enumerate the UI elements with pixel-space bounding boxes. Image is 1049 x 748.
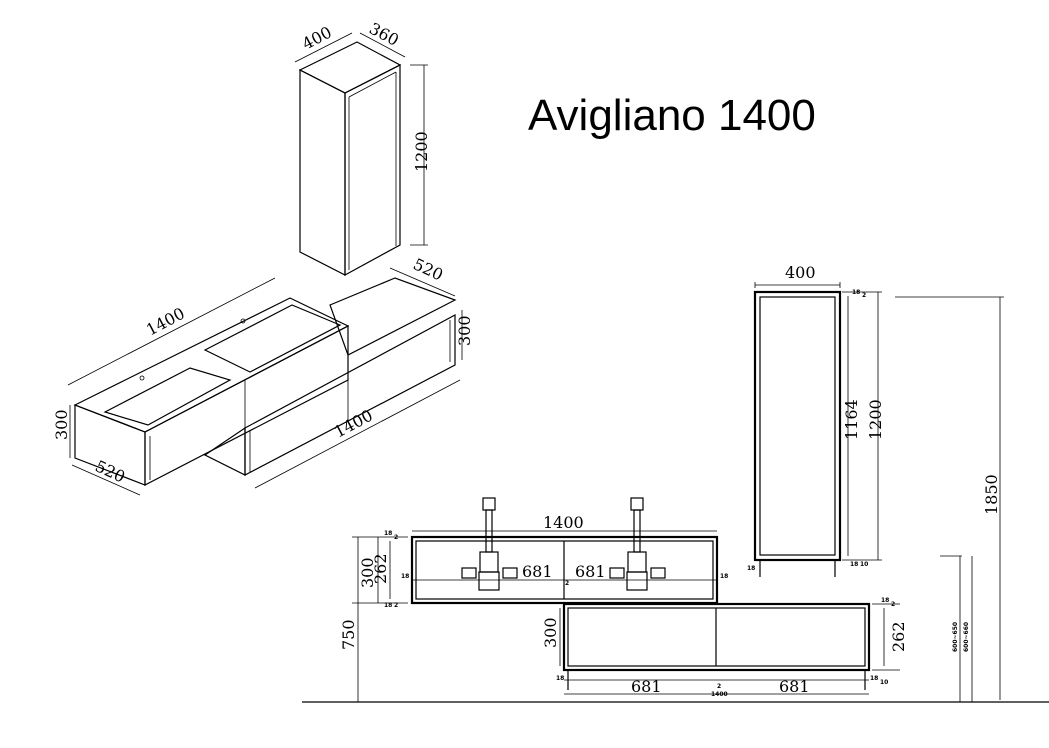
front-tall-inner: 1164 bbox=[842, 399, 861, 440]
front-total-height: 1850 bbox=[982, 474, 1001, 515]
front-lower-half-left: 681 bbox=[631, 677, 662, 696]
lower-top-gap2: 2 bbox=[891, 601, 895, 608]
front-tall-foot-right: 18 bbox=[850, 561, 858, 568]
front-lower-inner: 262 bbox=[889, 621, 908, 652]
front-lower-cabinet bbox=[559, 602, 900, 695]
floor-and-heights bbox=[302, 537, 1049, 703]
lower-foot-left: 18 bbox=[556, 675, 564, 682]
front-lower-total: 1400 bbox=[711, 691, 728, 698]
floor-range-b: 600~660 bbox=[963, 622, 970, 652]
iso-top-length: 1400 bbox=[143, 304, 188, 340]
front-lower-center: 2 bbox=[717, 683, 721, 690]
iso-tall-depth: 360 bbox=[366, 19, 402, 50]
front-lower-height: 300 bbox=[541, 617, 560, 648]
iso-tall-cabinet bbox=[294, 32, 428, 277]
iso-tall-width: 400 bbox=[299, 22, 335, 53]
front-basin-cabinet bbox=[352, 497, 719, 605]
basin-top-gap: 18 bbox=[384, 530, 392, 537]
front-basin-inner: 262 bbox=[371, 553, 390, 584]
front-tall-width: 400 bbox=[785, 263, 816, 282]
iso-tall-height: 1200 bbox=[412, 131, 431, 172]
front-tall-cabinet bbox=[753, 282, 1004, 700]
front-lower-half-right: 681 bbox=[779, 677, 810, 696]
iso-right-depth: 520 bbox=[410, 254, 446, 284]
basin-bottom-gap2: 2 bbox=[394, 602, 398, 609]
iso-left-height: 300 bbox=[52, 409, 71, 440]
floor-height-750: 750 bbox=[339, 619, 358, 650]
front-basin-width: 1400 bbox=[543, 513, 584, 532]
front-basin-half-left: 681 bbox=[522, 562, 553, 581]
iso-vanity-units bbox=[67, 267, 463, 496]
lower-foot-right: 18 bbox=[870, 675, 878, 682]
front-tall-height: 1200 bbox=[866, 399, 885, 440]
basin-side-left: 18 bbox=[401, 573, 409, 580]
iso-right-height: 300 bbox=[455, 315, 474, 346]
basin-top-gap2: 2 bbox=[394, 534, 398, 541]
front-tall-top-gap2: 2 bbox=[862, 292, 866, 299]
floor-range-a: 600~650 bbox=[952, 622, 959, 652]
front-tall-foot-right2: 10 bbox=[860, 561, 868, 568]
front-basin-height: 300 bbox=[358, 557, 377, 588]
lower-top-gap: 18 bbox=[881, 597, 889, 604]
basin-side-right: 18 bbox=[720, 573, 728, 580]
front-tall-foot-left: 18 bbox=[747, 565, 755, 572]
product-title: Avigliano 1400 bbox=[528, 91, 816, 140]
front-basin-half-right: 681 bbox=[575, 562, 606, 581]
basin-center: 2 bbox=[565, 580, 569, 587]
basin-bottom-gap: 18 bbox=[384, 602, 392, 609]
lower-bottom-right: 10 bbox=[880, 679, 888, 686]
front-tall-top-gap: 18 bbox=[852, 289, 860, 296]
